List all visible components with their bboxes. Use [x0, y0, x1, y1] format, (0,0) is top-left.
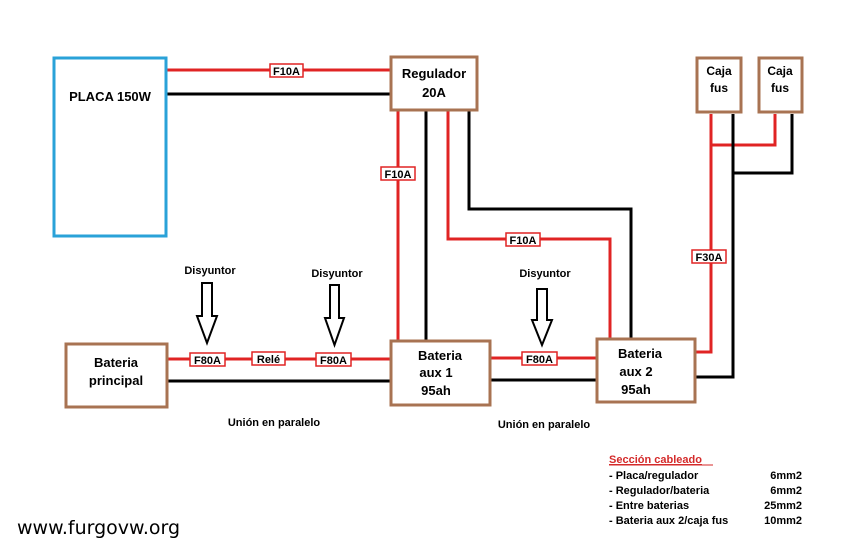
- battery-aux2-box: [595, 337, 697, 404]
- fuse-box-2-label-1: Caja: [767, 64, 793, 78]
- legend-row-value: 25mm2: [764, 500, 802, 512]
- legend-row-value: 10mm2: [764, 515, 802, 527]
- legend-row-value: 6mm2: [770, 485, 802, 497]
- solar-panel-box: [52, 56, 168, 238]
- watermark: www.furgovw.org: [17, 517, 180, 539]
- fuse-main-relay: F80A: [194, 355, 221, 367]
- battery-main-label-2: principal: [89, 373, 143, 388]
- wire-aux2-fusebox-pos: [695, 114, 713, 354]
- fuse-aux1-aux2-box: [521, 351, 558, 366]
- fuse-panel-regulator-box: [269, 63, 304, 78]
- fuse-relay-aux1-box: [315, 352, 352, 367]
- battery-main-box: [64, 342, 169, 409]
- legend-title: Sección cableado: [609, 454, 702, 466]
- battery-main-label-1: Bateria: [94, 355, 139, 370]
- fuse-box-1-label-2: fus: [710, 81, 728, 95]
- relay-box: [251, 351, 286, 366]
- breaker-1-arrow-icon: [195, 282, 219, 346]
- fuse-box-2: [757, 56, 804, 114]
- breaker-3-label: Disyuntor: [519, 268, 571, 280]
- legend-row-label: - Entre baterias: [609, 500, 689, 512]
- fuse-box-1-label-1: Caja: [706, 64, 732, 78]
- legend-row-label: - Placa/regulador: [609, 470, 699, 482]
- legend-row-label: - Regulador/bateria: [609, 485, 710, 497]
- wire-regulator-aux2-pos: [446, 111, 612, 339]
- battery-aux2-label-1: Bateria: [618, 346, 663, 361]
- parallel-label-left: Unión en paralelo: [228, 417, 321, 429]
- fuse-panel-regulator: F10A: [273, 66, 300, 78]
- cable-section-legend: Sección cableado - Placa/regulador 6mm2 …: [609, 454, 802, 527]
- fuse-labels: F10A F10A F10A F30A F80A Relé F80A F80A: [189, 63, 727, 367]
- wires: [167, 68, 794, 383]
- battery-aux1-box: [389, 339, 492, 407]
- battery-aux2-label-2: aux 2: [619, 364, 652, 379]
- breaker-1: Disyuntor: [184, 265, 236, 346]
- solar-panel-label: PLACA 150W: [69, 89, 152, 104]
- regulator-box: [389, 55, 479, 112]
- battery-aux2-label-3: 95ah: [621, 382, 651, 397]
- breaker-2-arrow-icon: [323, 284, 346, 349]
- breaker-2-label: Disyuntor: [311, 268, 363, 280]
- regulator-label-1: Regulador: [402, 66, 466, 81]
- wire-fusebox-bridge-pos: [711, 114, 777, 147]
- fuse-relay-aux1: F80A: [320, 355, 347, 367]
- fuse-box-1: [695, 56, 743, 114]
- breaker-3: Disyuntor: [519, 268, 571, 348]
- fuse-regulator-aux1-box: [380, 166, 416, 181]
- fuse-regulator-aux2: F10A: [510, 235, 537, 247]
- battery-aux1-label-3: 95ah: [421, 383, 451, 398]
- breaker-3-arrow-icon: [530, 288, 554, 348]
- battery-aux1-label-1: Bateria: [418, 348, 463, 363]
- fuse-aux2-fusebox-box: [691, 249, 727, 264]
- wire-regulator-aux2-neg: [467, 111, 633, 339]
- breaker-2: Disyuntor: [311, 268, 363, 349]
- fuse-main-relay-box: [189, 352, 226, 367]
- fuse-regulator-aux2-box: [505, 232, 541, 247]
- battery-aux1-label-2: aux 1: [419, 365, 452, 380]
- regulator-label-2: 20A: [422, 85, 446, 100]
- legend-row-label: - Bateria aux 2/caja fus: [609, 515, 728, 527]
- legend-row-value: 6mm2: [770, 470, 802, 482]
- fuse-aux1-aux2: F80A: [526, 354, 553, 366]
- breaker-1-label: Disyuntor: [184, 265, 236, 277]
- fuse-aux2-fusebox: F30A: [696, 252, 723, 264]
- relay-label: Relé: [257, 354, 280, 366]
- fuse-regulator-aux1: F10A: [385, 169, 412, 181]
- fuse-box-2-label-2: fus: [771, 81, 789, 95]
- parallel-label-right: Unión en paralelo: [498, 419, 591, 431]
